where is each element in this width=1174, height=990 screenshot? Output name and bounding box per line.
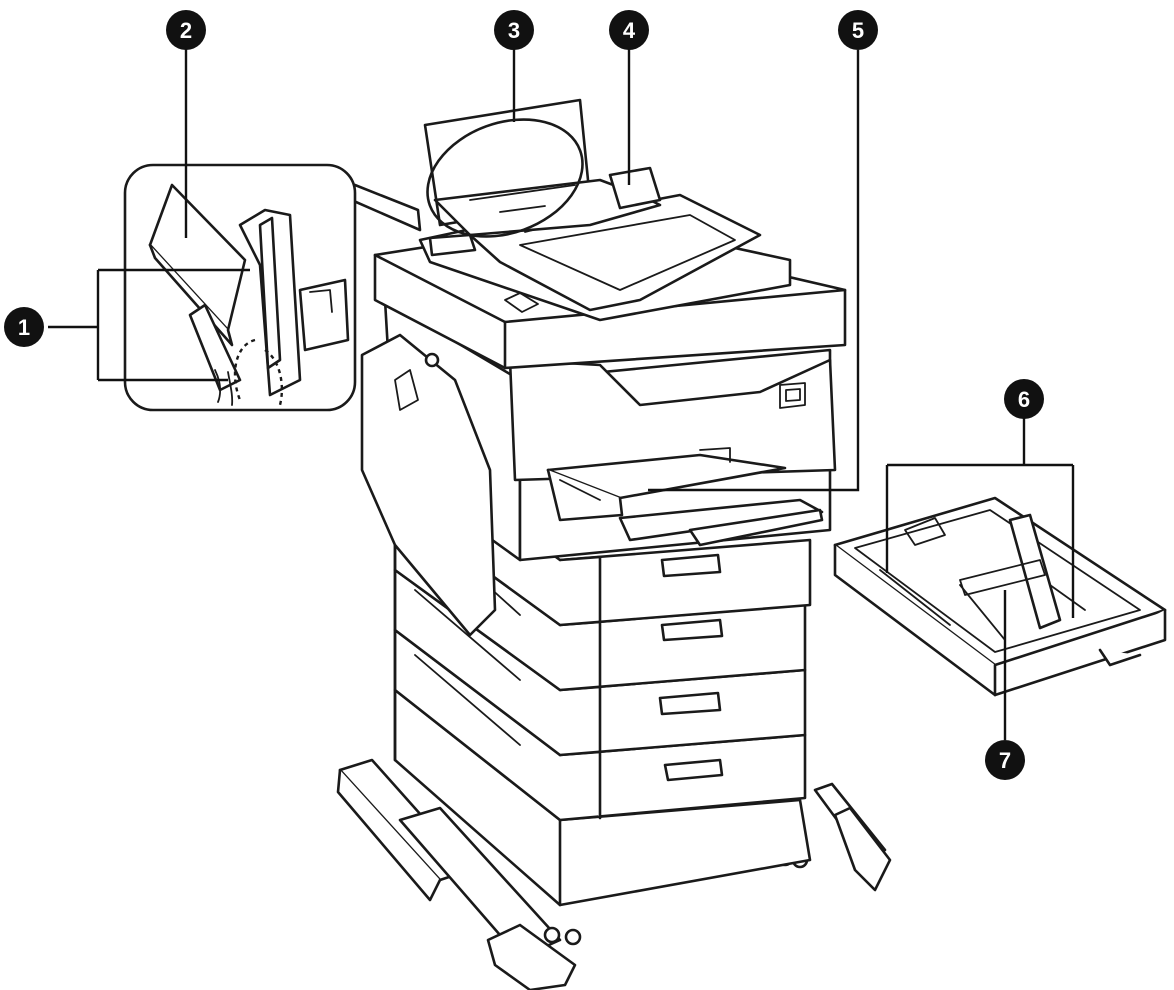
svg-text:7: 7	[999, 748, 1011, 773]
callout-2: 2	[166, 10, 206, 50]
callout-5: 5	[838, 10, 878, 50]
callout-1: 1	[4, 307, 44, 347]
svg-text:1: 1	[18, 315, 30, 340]
callout-6: 6	[1004, 379, 1044, 419]
svg-text:2: 2	[180, 18, 192, 43]
svg-text:5: 5	[852, 18, 864, 43]
svg-text:3: 3	[508, 18, 520, 43]
svg-text:4: 4	[623, 18, 636, 43]
svg-text:6: 6	[1018, 387, 1030, 412]
callout-4: 4	[609, 10, 649, 50]
callout-7: 7	[985, 740, 1025, 780]
callout-3: 3	[494, 10, 534, 50]
paper-cassette-removed	[835, 498, 1165, 695]
